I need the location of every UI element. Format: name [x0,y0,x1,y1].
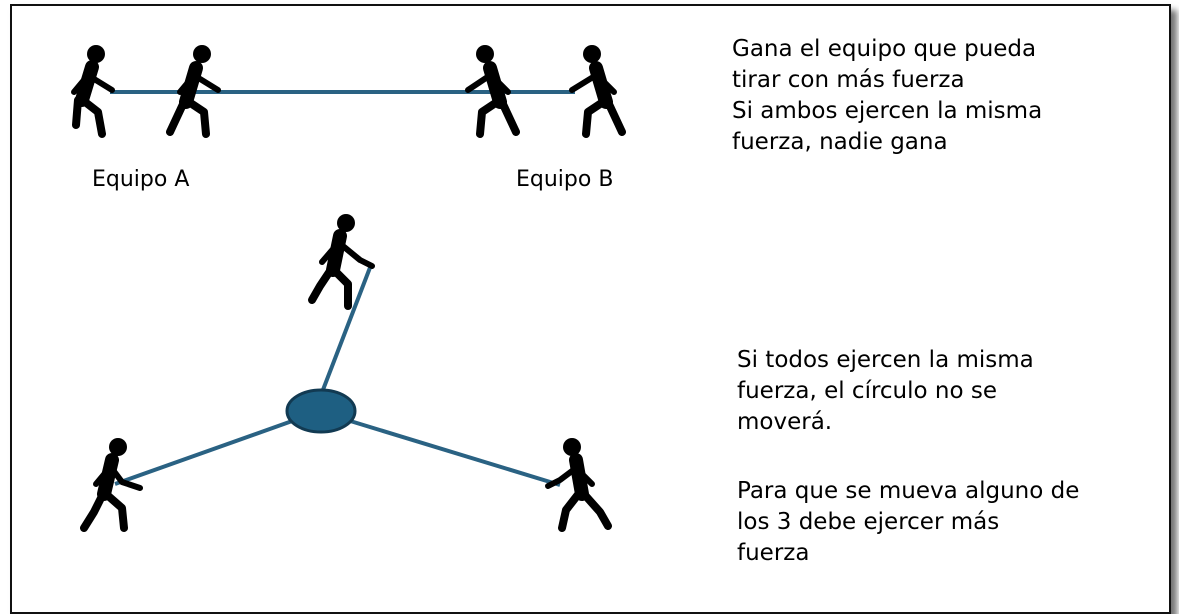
center-circle [285,388,357,434]
puller-top [308,214,375,310]
team-b-person-2 [569,45,626,138]
rule-text-move: Para que se mueva alguno de los 3 debe e… [737,478,1080,566]
rope-left [114,418,296,486]
team-a-label: Equipo A [92,167,190,192]
rope-right [346,418,561,487]
team-b-label: Equipo B [516,167,614,192]
rule-text-balance: Si todos ejercen la misma fuerza, el cír… [737,347,1034,435]
puller-right [545,438,612,532]
rule-text-top: Gana el equipo que pueda tirar con más f… [732,36,1043,155]
puller-left [80,438,143,532]
team-a-person-2 [166,45,221,138]
rope-top [319,264,373,396]
team-b-person-1 [465,45,520,138]
team-a-person-1 [71,45,115,138]
